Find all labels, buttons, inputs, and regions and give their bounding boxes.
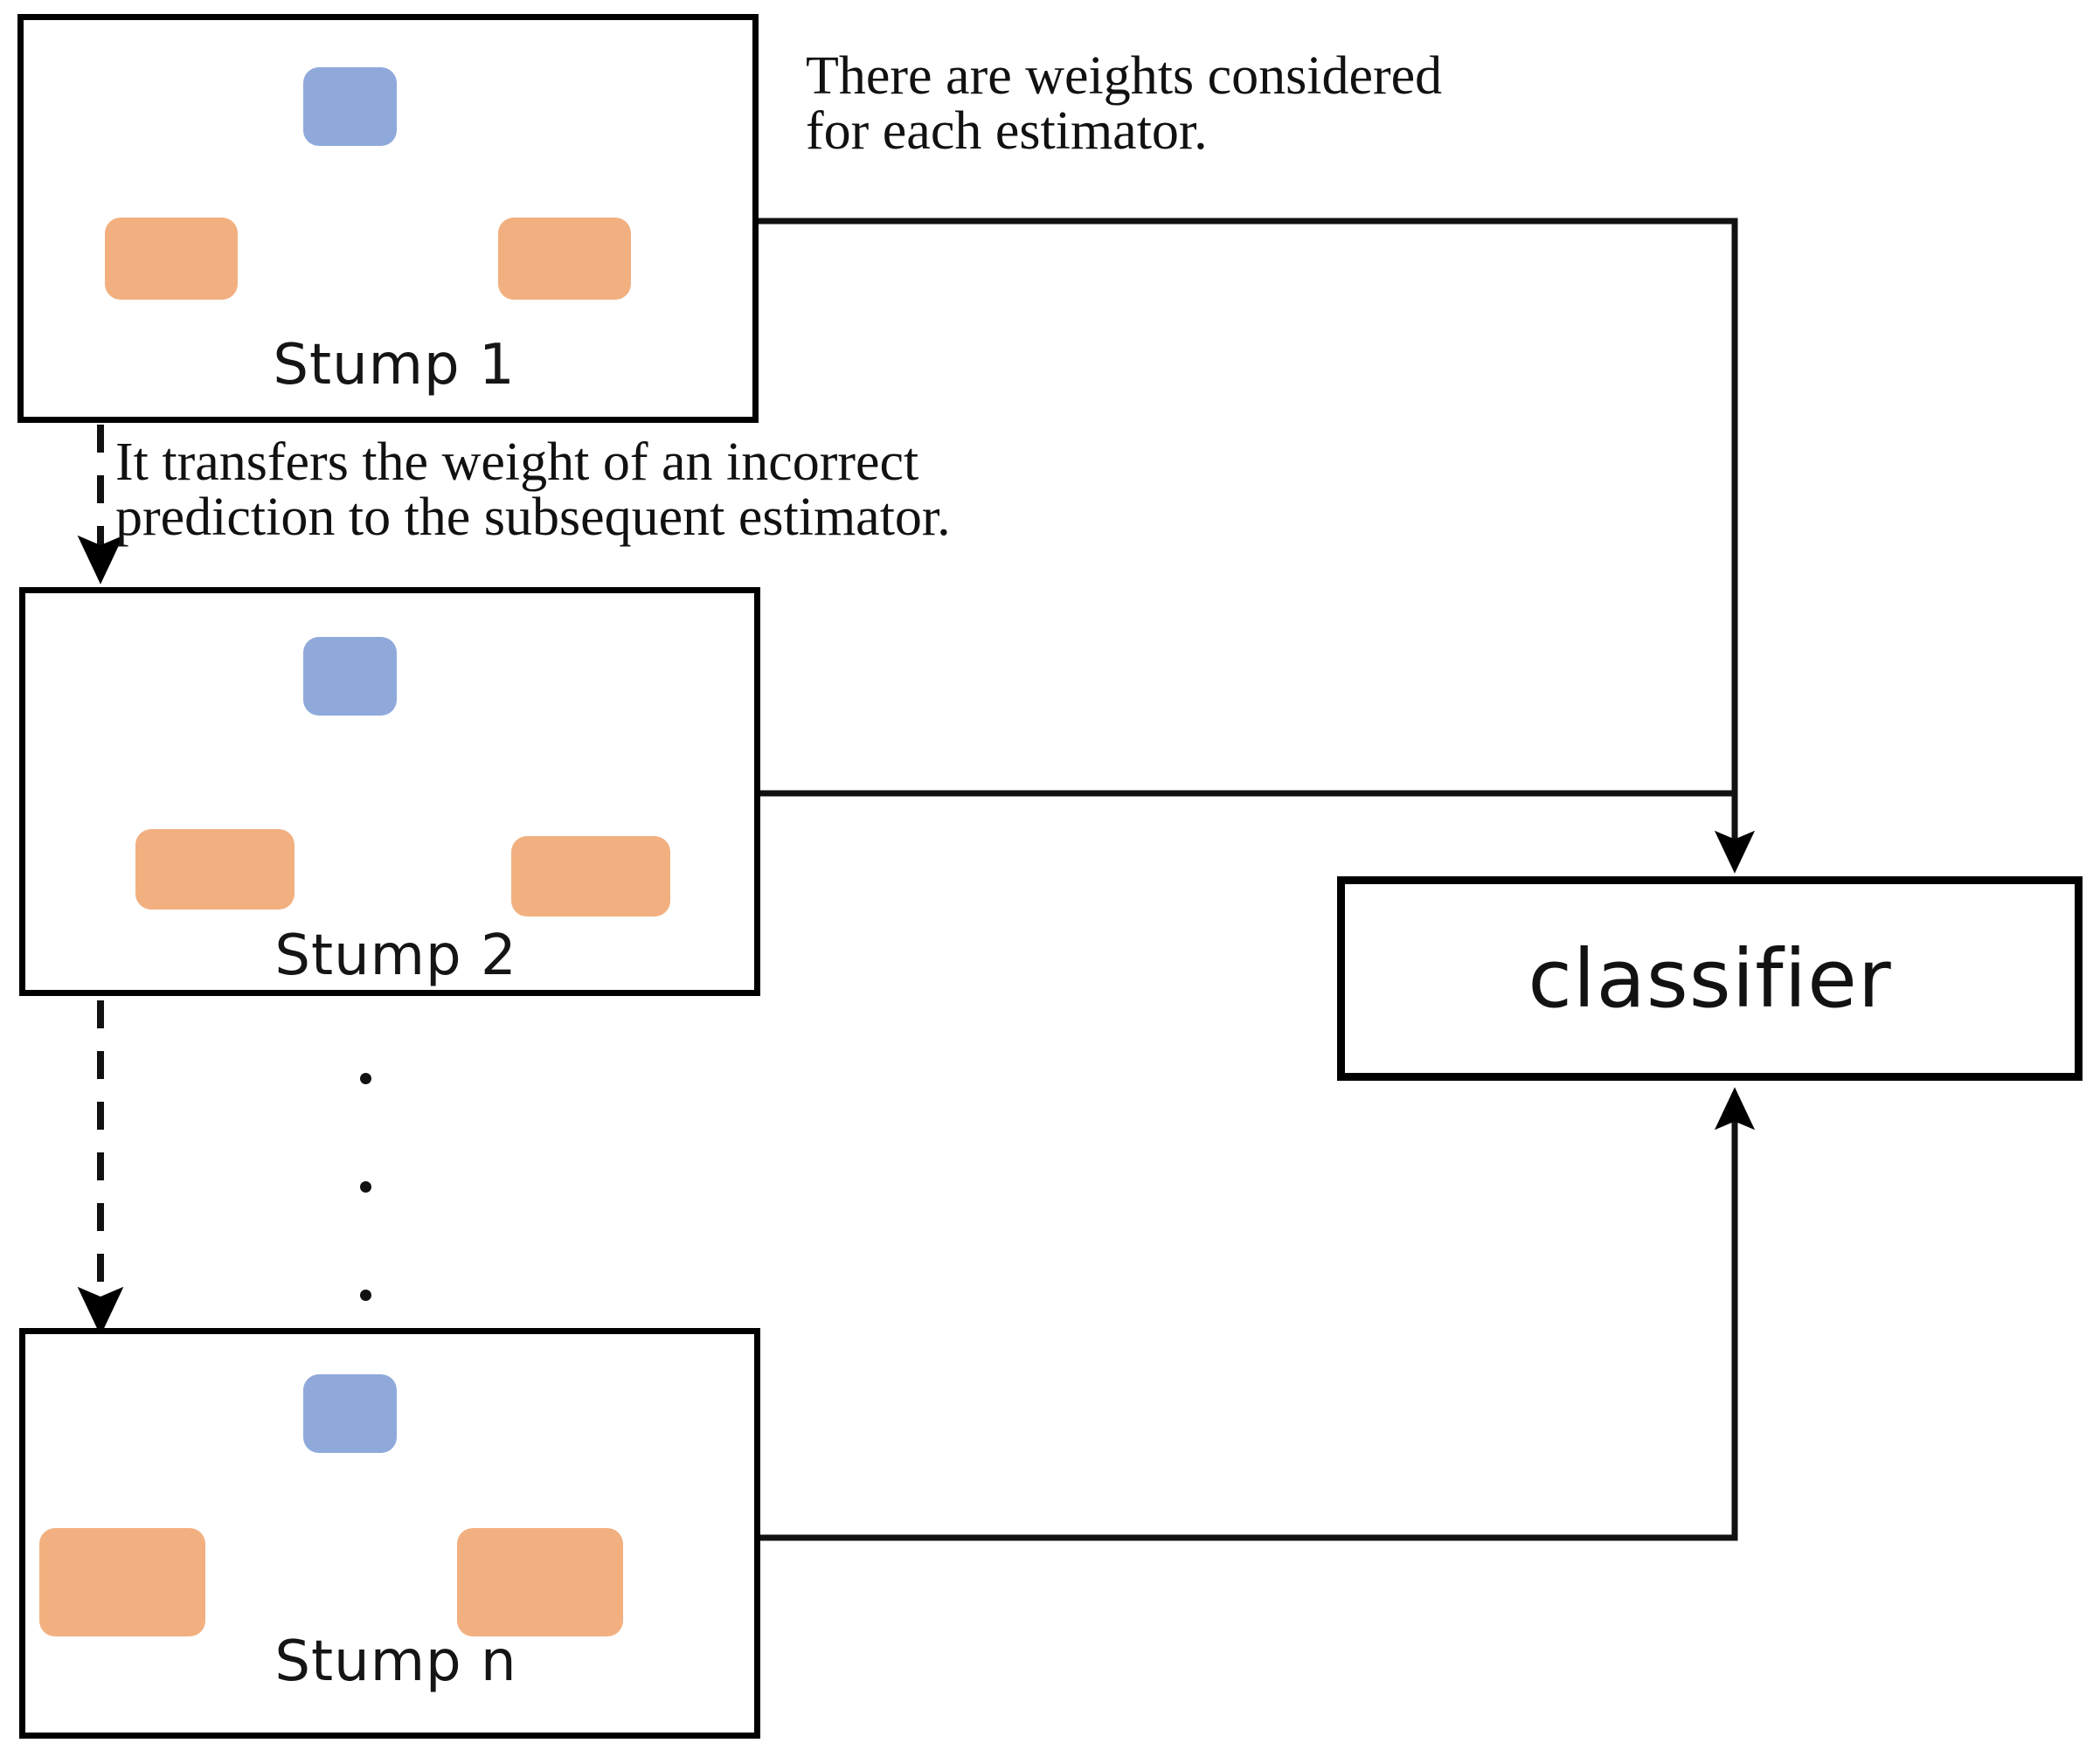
stump-1-left-leaf-node [105,218,238,300]
stump-n-label: Stump n [274,1629,517,1694]
stump-n-container[interactable]: Stump n [19,1328,760,1739]
ellipsis-dot-2 [360,1181,371,1193]
stump-2-right-leaf-node [511,836,670,917]
stump-1-root-node [303,67,397,146]
stump-2-container[interactable]: Stump 2 [19,587,760,996]
ellipsis-dot-3 [360,1290,371,1301]
stump-1-label: Stump 1 [273,333,516,398]
stump-2-label: Stump 2 [274,923,517,988]
classifier-box[interactable]: classifier [1337,876,2083,1081]
stump-1-container[interactable]: Stump 1 [17,14,759,423]
stump-1-right-leaf-node [498,218,631,300]
weight-transfer-annotation: It transfers the weight of an incorrect … [115,432,951,548]
stump-2-left-leaf-node [135,829,295,910]
stump-2-root-node [303,637,397,716]
classifier-label: classifier [1528,931,1892,1026]
stump-n-left-leaf-node [39,1528,205,1636]
weights-annotation: There are weights considered for each es… [806,46,1443,162]
stump-n-to-classifier-wire [757,1087,1756,1541]
stump-n-right-leaf-node [457,1528,623,1636]
stump-n-root-node [303,1374,397,1453]
ellipsis-dot-1 [360,1073,371,1084]
